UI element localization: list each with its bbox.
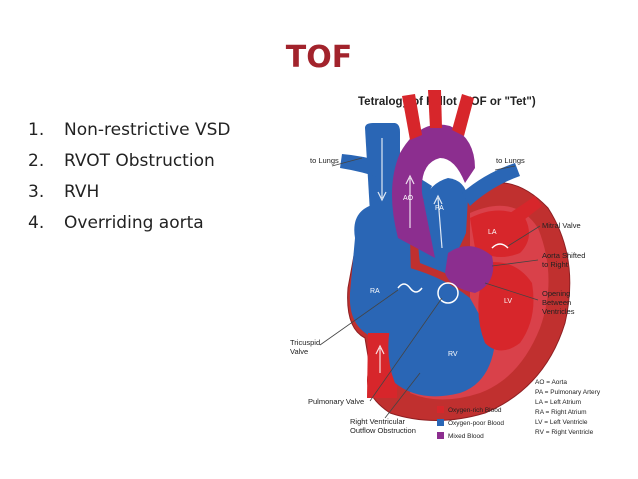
diagram-title: Tetralogy of Fallot (TOF or "Tet") (358, 96, 536, 108)
abbreviation: LV = Left Ventricle (535, 419, 588, 426)
label-aorta-shifted: Aorta Shifted to Right (542, 251, 587, 269)
label-lv: LV (504, 298, 512, 305)
label-to-lungs-right: to Lungs (496, 156, 525, 165)
aortic-branch-2 (428, 90, 442, 128)
slide-title: TOF (285, 40, 353, 75)
label-ao: AO (403, 195, 414, 202)
legend-label: Mixed Blood (448, 433, 484, 440)
leader-lines (319, 157, 541, 419)
label-tricuspid: Tricuspid Valve (290, 338, 322, 356)
item-number: 1. (28, 120, 45, 140)
list-item: 4. Overriding aorta (28, 208, 231, 239)
label-pulmonary-valve: Pulmonary Valve (308, 397, 364, 406)
item-text: RVH (64, 182, 100, 202)
abbreviation: PA = Pulmonary Artery (535, 389, 601, 396)
abbreviation: LA = Left Atrium (535, 399, 581, 406)
item-number: 4. (28, 213, 45, 233)
label-mitral-valve: Mitral Valve (542, 221, 581, 230)
label-ra: RA (370, 288, 380, 295)
label-rvoo: Right Ventricular Outflow Obstruction (350, 417, 416, 435)
tricuspid-valve (397, 283, 423, 293)
legend-label: Oxygen-rich Blood (448, 407, 502, 414)
flow-arrows (375, 138, 443, 373)
pulmonary-valve-ring (437, 282, 459, 304)
feature-list: 1. Non-restrictive VSD 2. RVOT Obstruction… (28, 115, 231, 239)
ventricular-septal-defect (445, 246, 494, 293)
item-text: RVOT Obstruction (64, 151, 215, 171)
item-number: 3. (28, 182, 45, 202)
left-ventricle (478, 262, 534, 351)
right-ventricle (388, 268, 495, 397)
item-number: 2. (28, 151, 45, 171)
list-item: 3. RVH (28, 177, 231, 208)
left-atrium (470, 210, 529, 257)
color-legend: Oxygen-rich Blood Oxygen-poor Blood Mixe… (437, 406, 504, 440)
pulmonary-vein (510, 196, 542, 223)
aortic-branch-3 (452, 94, 474, 136)
list-item: 2. RVOT Obstruction (28, 146, 231, 177)
right-atrium (349, 203, 412, 339)
aortic-branch-1 (402, 94, 422, 140)
label-la: LA (488, 229, 497, 236)
legend-swatch-mixed (437, 432, 444, 439)
item-text: Non-restrictive VSD (64, 120, 231, 140)
label-opening: Opening Between Ventricles (542, 289, 575, 316)
label-pa: PA (435, 205, 444, 212)
legend-label: Oxygen-poor Blood (448, 420, 504, 427)
abbreviation: RV = Right Ventricle (535, 429, 594, 436)
label-rv: RV (448, 351, 458, 358)
mitral-valve (491, 243, 509, 249)
item-text: Overriding aorta (64, 213, 204, 233)
aorta (391, 124, 475, 258)
abbreviation: AO = Aorta (535, 379, 567, 386)
heart-diagram: Tetralogy of Fallot (TOF or "Tet") AO PA… (290, 90, 601, 440)
list-item: 1. Non-restrictive VSD (28, 115, 231, 146)
legend-swatch-oxygen-rich (437, 406, 444, 413)
pulmonary-branch-right (462, 163, 520, 206)
label-to-lungs-left: to Lungs (310, 156, 339, 165)
abbreviation: RA = Right Atrium (535, 409, 586, 416)
abbreviation-key: AO = Aorta PA = Pulmonary Artery LA = Le… (535, 379, 601, 436)
legend-swatch-oxygen-poor (437, 419, 444, 426)
